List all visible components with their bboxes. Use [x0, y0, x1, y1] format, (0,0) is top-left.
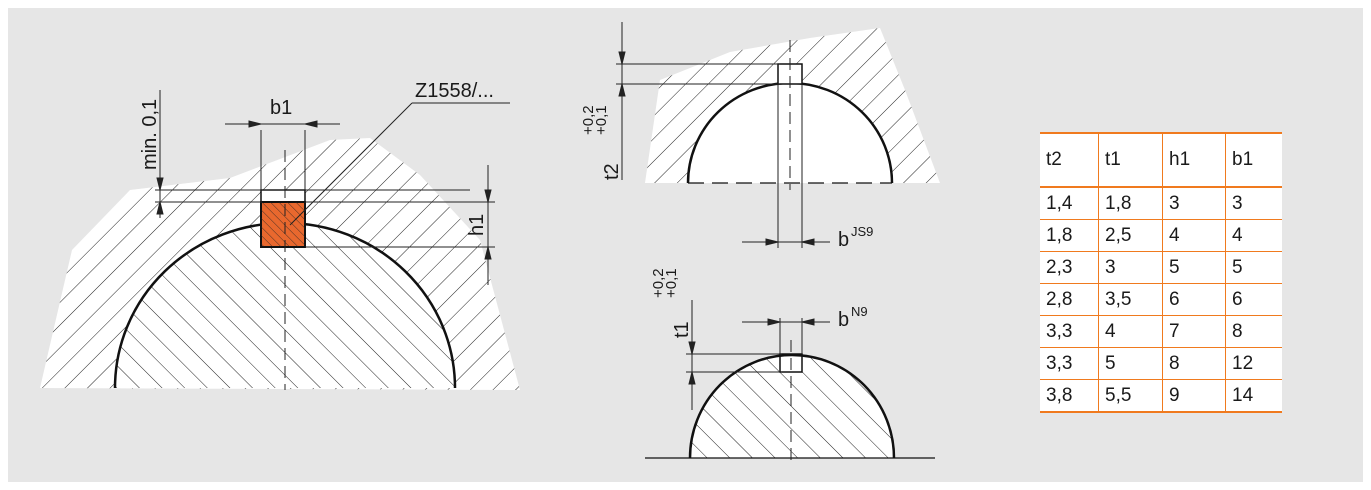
table-cell: 8 — [1225, 315, 1282, 348]
table-cell: 3,3 — [1040, 315, 1099, 348]
shaft-dimension-lines — [686, 300, 830, 410]
table-row: 1,4 1,8 3 3 — [1040, 187, 1282, 220]
table-cell: 7 — [1162, 315, 1226, 348]
table-cell: 6 — [1225, 283, 1282, 316]
table-header-cell: t1 — [1098, 133, 1163, 188]
table-row: 3,8 5,5 9 14 — [1040, 379, 1282, 413]
table-cell: 5,5 — [1098, 379, 1163, 413]
label-t2-tol-upper: +0,2 — [580, 105, 597, 135]
table-cell: 5 — [1162, 251, 1226, 284]
table-cell: 3 — [1225, 187, 1282, 220]
table-cell: 2,5 — [1098, 219, 1163, 252]
technical-drawing: min. 0,1 b1 Z1558/... h1 t2 +0,2 +0,1 b — [40, 22, 940, 460]
table-cell: 5 — [1098, 347, 1163, 380]
table-row: 3,3 4 7 8 — [1040, 315, 1282, 348]
table-header-cell: t2 — [1040, 133, 1099, 188]
table-row: 2,8 3,5 6 6 — [1040, 283, 1282, 316]
label-t1: t1 — [671, 321, 693, 338]
label-b1: b1 — [270, 97, 292, 119]
table-cell: 1,8 — [1098, 187, 1163, 220]
table-cell: 5 — [1225, 251, 1282, 284]
table-cell: 4 — [1225, 219, 1282, 252]
table-cell: 3 — [1098, 251, 1163, 284]
table-cell: 1,4 — [1040, 187, 1099, 220]
label-min: min. 0,1 — [139, 99, 161, 170]
label-js9: JS9 — [851, 224, 873, 239]
label-t2-tol-lower: +0,1 — [593, 105, 610, 135]
table-cell: 3 — [1162, 187, 1226, 220]
table-cell: 8 — [1162, 347, 1226, 380]
table-cell: 4 — [1162, 219, 1226, 252]
table-header-cell: b1 — [1225, 133, 1282, 188]
shaft-detail — [645, 340, 935, 460]
table-cell: 4 — [1098, 315, 1163, 348]
table-cell: 1,8 — [1040, 219, 1099, 252]
hub-detail — [645, 28, 940, 190]
table-cell: 9 — [1162, 379, 1226, 413]
dimension-table: t2 t1 h1 b1 1,4 1,8 3 3 1,8 2,5 4 4 2,3 … — [1040, 132, 1282, 413]
label-h1: h1 — [466, 214, 488, 236]
feather-key — [260, 201, 306, 248]
table-row: 1,8 2,5 4 4 — [1040, 219, 1282, 252]
table-cell: 12 — [1225, 347, 1282, 380]
table-header-cell: h1 — [1162, 133, 1226, 188]
left-hub-section — [40, 138, 520, 390]
table-cell: 2,3 — [1040, 251, 1099, 284]
label-t1-tol-upper: +0,2 — [650, 268, 667, 298]
table-cell: 6 — [1162, 283, 1226, 316]
table-cell: 3,5 — [1098, 283, 1163, 316]
hub-dimension-lines — [616, 22, 830, 248]
label-t1-tol-lower: +0,1 — [663, 268, 680, 298]
table-cell: 2,8 — [1040, 283, 1099, 316]
label-t2: t2 — [601, 163, 623, 180]
label-n9: N9 — [851, 304, 868, 319]
table-cell: 3,3 — [1040, 347, 1099, 380]
table-row: 2,3 3 5 5 — [1040, 251, 1282, 284]
left-dimension-lines — [155, 90, 510, 390]
table-header-row: t2 t1 h1 b1 — [1040, 133, 1282, 188]
table-cell: 14 — [1225, 379, 1282, 413]
table-cell: 3,8 — [1040, 379, 1099, 413]
label-b-js9: b — [838, 229, 849, 251]
table-row: 3,3 5 8 12 — [1040, 347, 1282, 380]
label-b-n9: b — [838, 309, 849, 331]
label-part-number: Z1558/... — [415, 80, 494, 102]
